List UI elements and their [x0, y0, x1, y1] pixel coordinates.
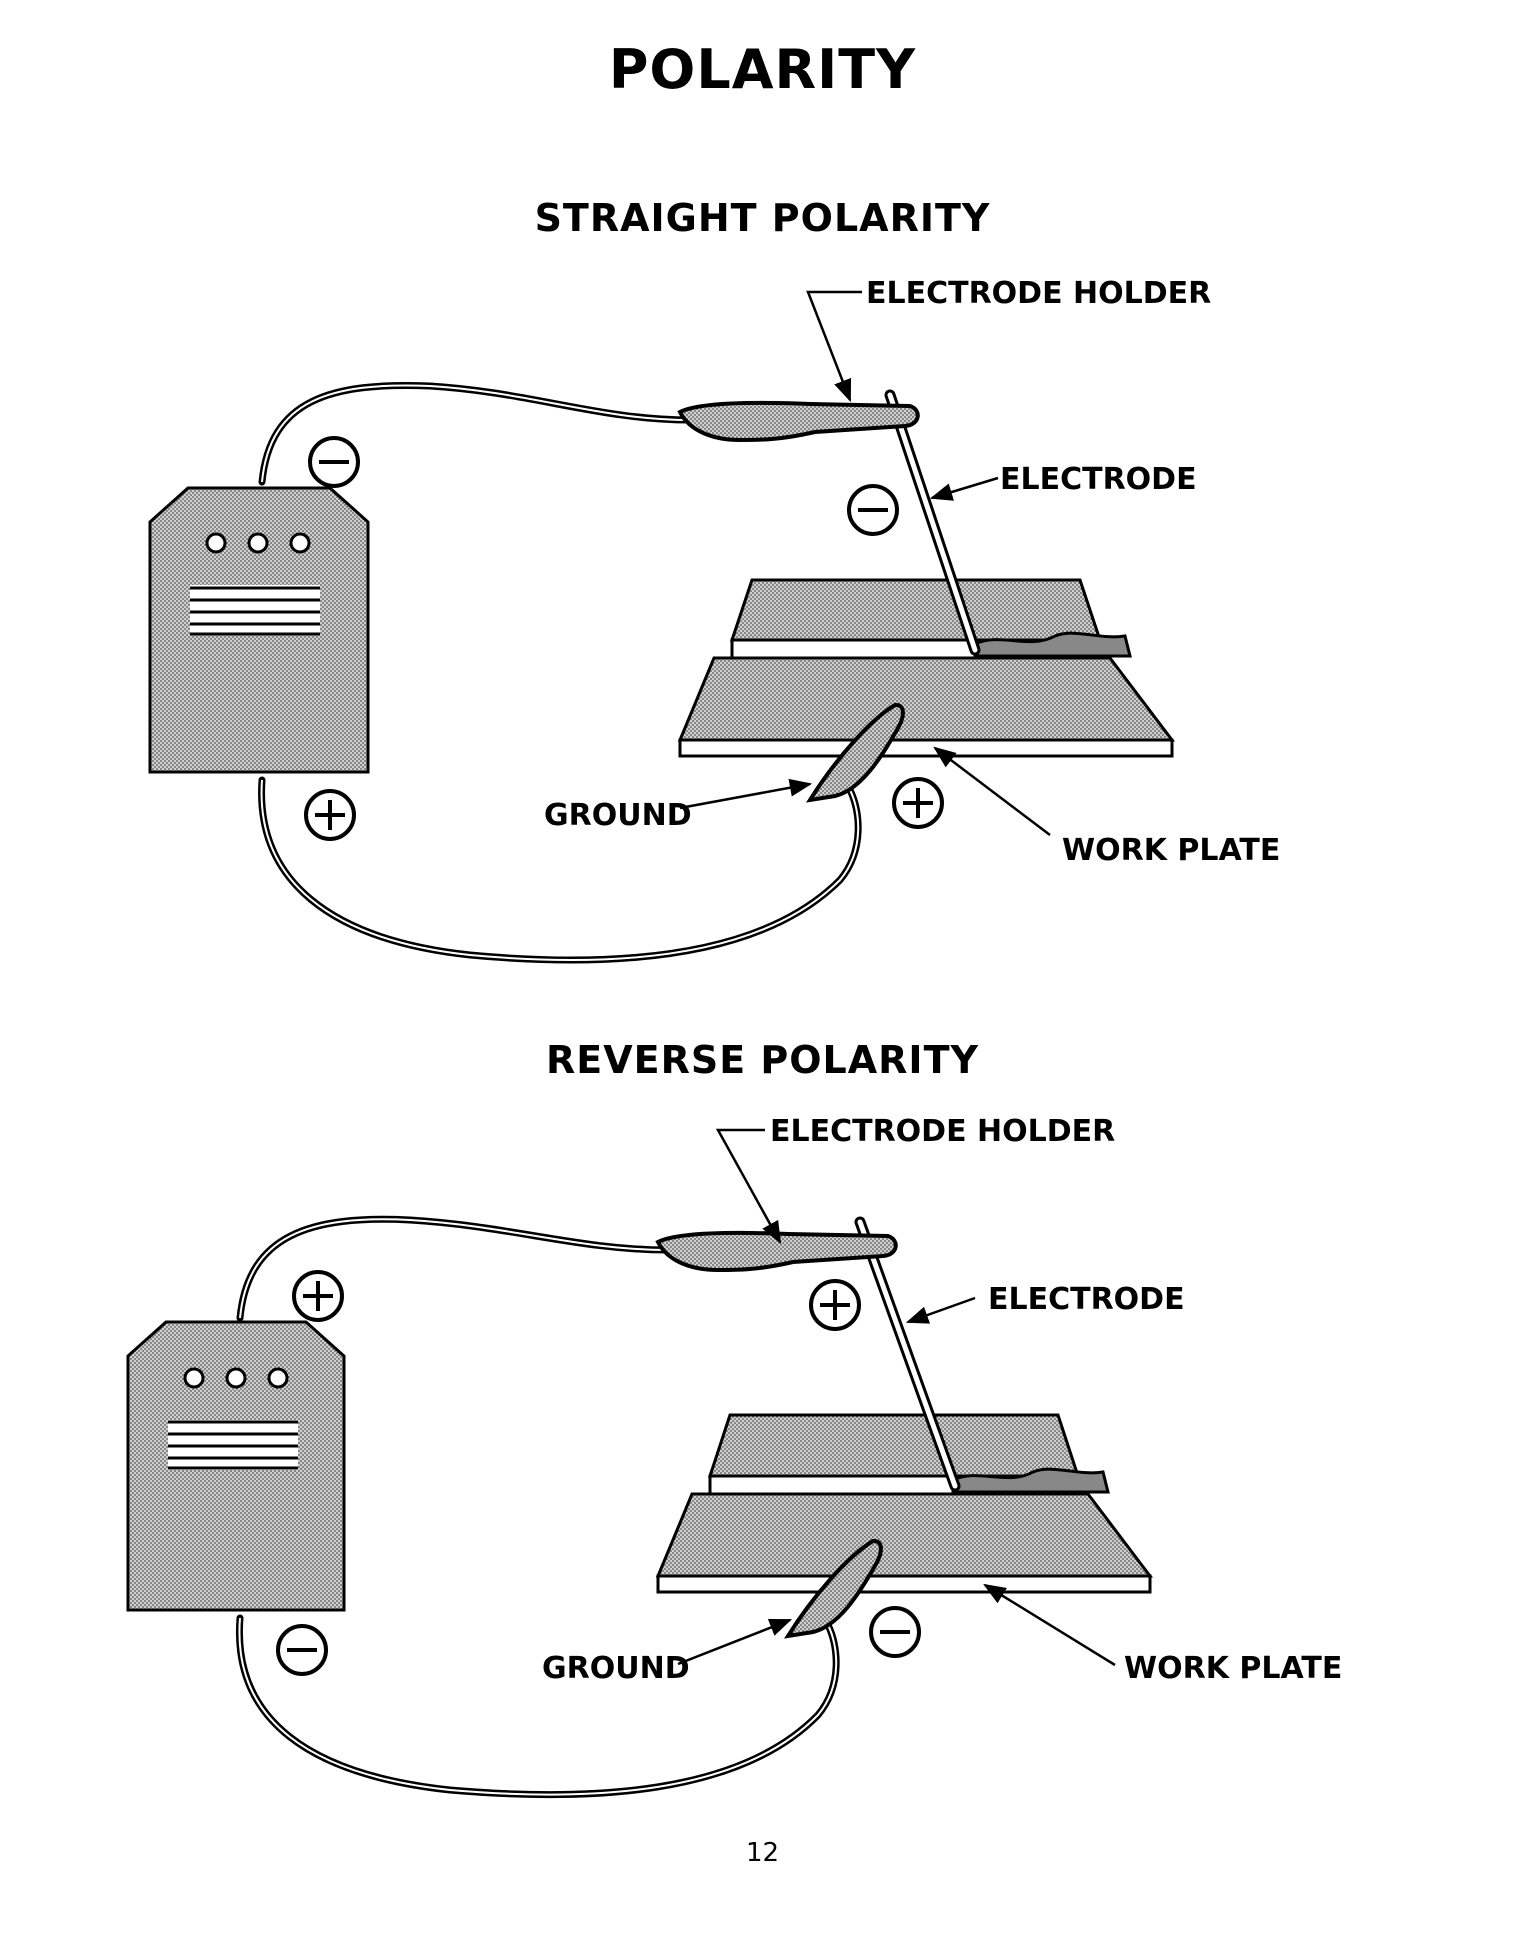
- reverse-work-plate-label: WORK PLATE: [1124, 1651, 1342, 1686]
- machine-top-minus-icon: [308, 436, 360, 488]
- work-plate: [677, 578, 1176, 758]
- weld-bead: [973, 631, 1132, 658]
- reverse-electrode-label: ELECTRODE: [988, 1282, 1185, 1317]
- machine-bottom-minus-icon: [276, 1624, 328, 1676]
- machine-vents: [190, 585, 320, 636]
- ground-plus-icon: [892, 777, 944, 829]
- electrode-plus-icon: [809, 1279, 861, 1331]
- weld-bead: [951, 1467, 1110, 1494]
- machine-vents: [168, 1420, 298, 1470]
- ground-clamp: [783, 1539, 883, 1639]
- reverse-diagram: ELECTRODE HOLDER ELECTRODE GROUND WORK P…: [126, 1114, 1342, 1799]
- straight-electrode-holder-label: ELECTRODE HOLDER: [866, 276, 1211, 311]
- work-plate: [655, 1413, 1154, 1594]
- machine-top-plus-icon: [292, 1270, 344, 1322]
- page-number: 12: [745, 1838, 780, 1868]
- machine-knobs: [183, 1367, 289, 1389]
- reverse-polarity-title: REVERSE POLARITY: [545, 1038, 980, 1082]
- straight-ground-label: GROUND: [544, 798, 692, 833]
- straight-polarity-title: STRAIGHT POLARITY: [534, 196, 991, 240]
- electrode-holder: [677, 400, 920, 443]
- straight-work-plate-label: WORK PLATE: [1062, 833, 1280, 868]
- reverse-electrode-holder-label: ELECTRODE HOLDER: [770, 1114, 1115, 1149]
- straight-electrode-label: ELECTRODE: [1000, 462, 1197, 497]
- machine-bottom-plus-icon: [304, 789, 356, 841]
- ground-clamp: [805, 703, 905, 803]
- straight-diagram: ELECTRODE HOLDER ELECTRODE GROUND WORK P…: [148, 276, 1280, 964]
- reverse-ground-label: GROUND: [542, 1651, 690, 1686]
- machine-knobs: [205, 532, 311, 554]
- ground-cable: [235, 1614, 840, 1799]
- page-title: POLARITY: [608, 38, 917, 101]
- electrode-minus-icon: [847, 484, 899, 536]
- electrode-holder: [655, 1230, 898, 1273]
- ground-minus-icon: [869, 1606, 921, 1658]
